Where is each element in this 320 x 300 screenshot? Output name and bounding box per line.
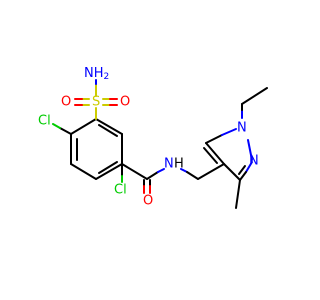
benzene-ring <box>70 118 123 180</box>
bond-ring-carbonyl <box>121 163 148 180</box>
bond-pz-n2-c3-a <box>245 161 253 173</box>
bond-ring-c4-c5 <box>95 163 123 180</box>
bond-pz-double-2 <box>238 165 246 175</box>
amide-group <box>121 163 199 194</box>
carbonyl-oxygen-label: O <box>143 194 153 209</box>
bond-n-ch2-a <box>180 168 188 173</box>
amide-nitrogen-label: N <box>164 157 174 172</box>
bond-pz-c4-c5 <box>205 142 225 165</box>
bond-pz-c3-c4 <box>223 163 241 181</box>
bond-methyl <box>235 179 241 209</box>
bond-pz-double-1 <box>203 147 218 164</box>
pyrazole-n1-label: N <box>237 121 247 136</box>
bond-pz-c5-n1-b <box>221 128 237 136</box>
sulfonamide-nh-label: NH2 <box>84 66 109 83</box>
bond-n-ch2-b <box>186 171 199 180</box>
chlorine-top-label: Cl <box>38 114 51 129</box>
bond-pz-n1-n2 <box>247 139 253 161</box>
bond-carbonyl-n-a <box>146 171 159 180</box>
amide-hydrogen-label: H <box>174 157 184 172</box>
sulfur-label: S <box>92 95 100 110</box>
oxygen-left-label: O <box>61 95 71 110</box>
chlorine-bottom-label: Cl <box>114 183 127 198</box>
bond-ring-double-3 <box>98 124 118 137</box>
pyrazole-n2-label: N <box>249 154 259 169</box>
molecule-diagram: NH2 S O O Cl Cl O N H N N <box>38 66 268 209</box>
bond-ethyl-c-c <box>241 87 268 105</box>
sulfonamide-group <box>74 79 118 120</box>
bond-ring-c3-c4 <box>70 163 97 180</box>
bond-ring-double-2 <box>98 161 118 174</box>
bond-carbonyl-n-b <box>157 168 165 173</box>
bond-c-cl-top-a <box>59 127 72 135</box>
bond-ch2-ring <box>197 163 225 180</box>
pyrazole-ring <box>197 87 268 209</box>
bond-ring-c1-c2 <box>70 118 97 135</box>
oxygen-right-label: O <box>120 95 130 110</box>
bond-c-cl-top-b <box>52 123 61 129</box>
bond-pz-n2-c3-b <box>239 171 247 181</box>
bond-pz-c5-n1-a <box>205 134 223 144</box>
bond-ring-c6-c1 <box>95 118 123 135</box>
